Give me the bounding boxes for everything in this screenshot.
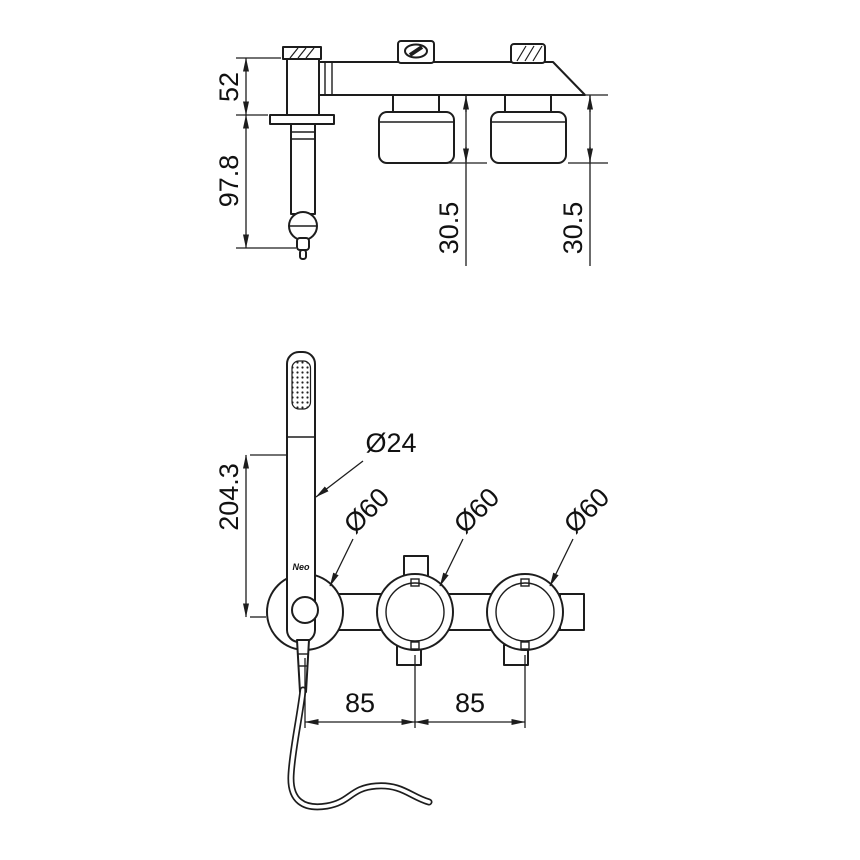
dimension-52: 52 xyxy=(214,57,281,116)
brand-logo: Neo xyxy=(292,562,310,572)
dim-label-204-3: 204.3 xyxy=(214,463,244,531)
dimension-85-pair: 85 85 xyxy=(304,655,526,728)
spray-face xyxy=(291,360,312,410)
dim-label-30-5-left: 30.5 xyxy=(434,202,464,255)
valve-2-trim xyxy=(490,111,567,164)
top-view: 52 97.8 30.5 30.5 xyxy=(214,40,608,266)
front-view: Neo 204.3 Ø24 Ø60 xyxy=(214,351,615,811)
holder-knuckle xyxy=(291,596,319,624)
hand-shower: Neo xyxy=(286,351,319,693)
dimension-97-8: 97.8 xyxy=(214,114,296,249)
column-tip-end xyxy=(299,249,307,260)
valve-2-side xyxy=(490,43,567,164)
valve-1-side xyxy=(378,40,455,164)
manifold-bar xyxy=(318,61,586,96)
column-tip xyxy=(296,237,310,251)
dim-label-d60-2: Ø60 xyxy=(448,482,505,539)
dim-label-85-1: 85 xyxy=(345,688,375,718)
dim-label-d60-1: Ø60 xyxy=(338,482,395,539)
dim-label-d60-3: Ø60 xyxy=(558,482,615,539)
dim-label-30-5-right: 30.5 xyxy=(558,202,588,255)
column-flange xyxy=(269,114,335,125)
dim-label-97-8: 97.8 xyxy=(214,155,244,208)
trim-circle-3 xyxy=(486,573,564,651)
dimension-30-5-right: 30.5 xyxy=(558,94,608,266)
shower-column xyxy=(269,46,335,260)
valve-1-trim xyxy=(378,111,455,164)
dim-label-52: 52 xyxy=(214,72,244,102)
manifold-outline xyxy=(318,61,586,96)
trim-circle-3-inner xyxy=(495,582,555,642)
valve-2-cap xyxy=(510,43,546,64)
valve-1-stem xyxy=(392,94,440,113)
dimension-204-3: 204.3 xyxy=(214,454,286,618)
column-upper-body xyxy=(286,58,320,116)
column-lower-tube xyxy=(290,123,316,215)
valve-2-stem xyxy=(504,94,552,113)
dimension-d60-3: Ø60 xyxy=(549,482,615,587)
valve-1-screw-slot xyxy=(408,45,424,57)
dimension-d60-2: Ø60 xyxy=(439,482,505,587)
dimension-d60-1: Ø60 xyxy=(329,482,395,587)
dim-label-85-2: 85 xyxy=(455,688,485,718)
dimension-30-5-left: 30.5 xyxy=(434,95,487,266)
dim-label-d24: Ø24 xyxy=(365,428,416,458)
trim-circle-2 xyxy=(376,573,454,651)
trim-circles xyxy=(266,573,564,651)
shower-hose xyxy=(287,686,433,811)
trim-circle-2-inner xyxy=(385,582,445,642)
dimension-d24: Ø24 xyxy=(315,428,417,498)
